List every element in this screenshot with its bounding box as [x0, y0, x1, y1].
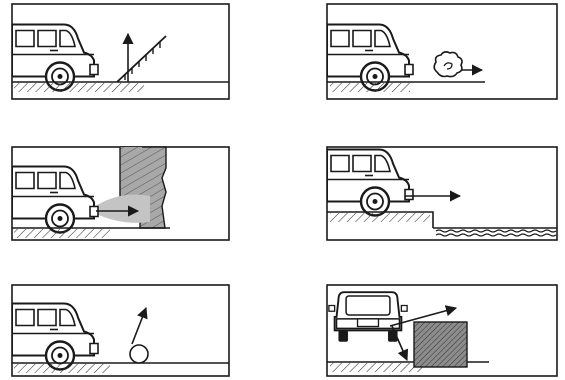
panel-wall-beam [12, 147, 229, 240]
panel-gas-cloud [327, 4, 557, 99]
panel-ledge-water [327, 147, 557, 240]
gas-cloud-icon [434, 52, 462, 77]
block-obstacle [414, 322, 467, 367]
ball-obstacle [130, 345, 148, 363]
panel-slope [12, 4, 229, 99]
panel-pole-ball [12, 285, 229, 376]
panel-rear-block [327, 285, 557, 376]
